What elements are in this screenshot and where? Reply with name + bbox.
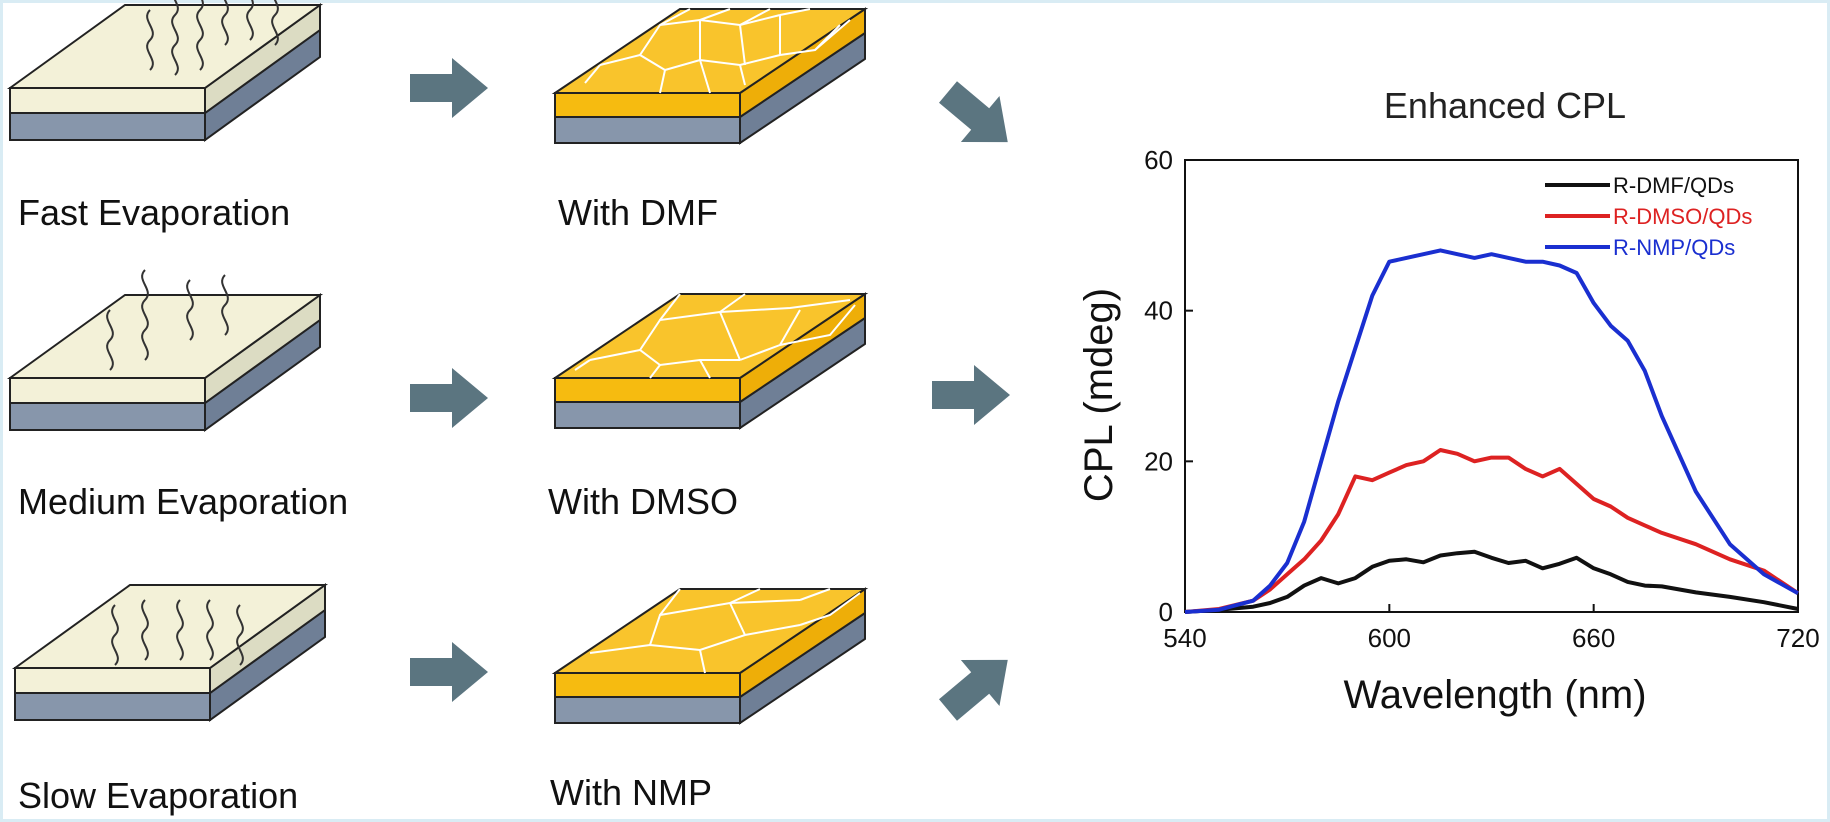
right-arrow-icon: [410, 58, 488, 118]
x-tick-label: 660: [1572, 623, 1615, 653]
x-axis-label: Wavelength (nm): [1343, 673, 1646, 717]
axis-ticks: 540 600 660 720 0 20 40 60: [1144, 145, 1820, 653]
row-slow-evaporation: Slow Evaporation With NMP: [14, 584, 866, 816]
legend-label: R-NMP/QDs: [1613, 235, 1735, 260]
vapor-lines: [111, 599, 244, 666]
plot-area: [1184, 159, 1799, 613]
series-line-r-dmso-qds: [1184, 448, 1800, 614]
y-tick-label: 60: [1144, 145, 1173, 175]
right-arrow-icon: [410, 642, 488, 702]
diagonal-arrow-icon: [928, 636, 1028, 733]
right-arrow-icon: [932, 365, 1010, 425]
series-line-r-nmp-qds: [1184, 248, 1799, 614]
fast-evaporation-film-icon: [9, 0, 321, 141]
grain-boundaries: [574, 293, 856, 379]
row-medium-evaporation: Medium Evaporation With DMSO: [9, 269, 866, 522]
with-dmf-label: With DMF: [558, 192, 718, 233]
legend-label: R-DMSO/QDs: [1613, 204, 1752, 229]
medium-evaporation-label: Medium Evaporation: [18, 481, 348, 522]
row-fast-evaporation: Fast Evaporation With DMF: [9, 0, 866, 233]
slow-evaporation-film-icon: [14, 584, 326, 721]
y-tick-label: 0: [1159, 597, 1173, 627]
x-tick-label: 720: [1776, 623, 1819, 653]
dmso-crystal-film-icon: [554, 293, 866, 429]
diagonal-arrow-icon: [928, 69, 1028, 166]
with-dmso-label: With DMSO: [548, 481, 738, 522]
slow-evaporation-label: Slow Evaporation: [18, 775, 298, 816]
series-line-r-dmf-qds: [1184, 549, 1799, 614]
right-arrow-icon: [410, 368, 488, 428]
x-tick-label: 600: [1368, 623, 1411, 653]
legend-label: R-DMF/QDs: [1613, 173, 1734, 198]
vapor-lines: [146, 0, 279, 76]
with-nmp-label: With NMP: [550, 772, 712, 813]
cpl-chart: Enhanced CPL CPL (mdeg) Wavelength (nm) …: [1077, 85, 1820, 717]
grain-boundaries: [584, 8, 851, 94]
nmp-crystal-film-icon: [554, 588, 866, 724]
y-tick-label: 40: [1144, 296, 1173, 326]
chart-title: Enhanced CPL: [1384, 85, 1626, 126]
fast-evaporation-label: Fast Evaporation: [18, 192, 290, 233]
grain-boundaries: [589, 588, 861, 674]
vapor-lines: [106, 269, 229, 371]
dmf-crystal-film-icon: [554, 8, 866, 144]
medium-evaporation-film-icon: [9, 269, 321, 431]
y-axis-label: CPL (mdeg): [1077, 288, 1121, 502]
y-tick-label: 20: [1144, 446, 1173, 476]
x-tick-label: 540: [1163, 623, 1206, 653]
series-lines: [1184, 248, 1800, 614]
